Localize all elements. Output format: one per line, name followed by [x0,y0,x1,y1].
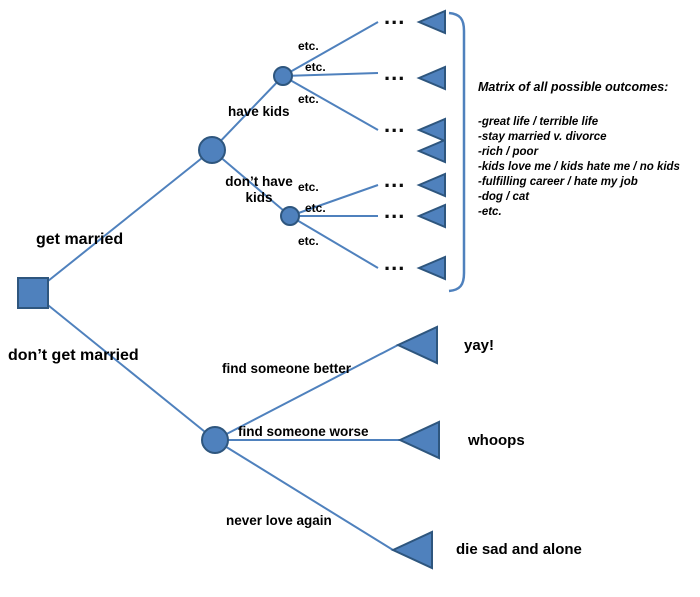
label-whoops: whoops [468,432,525,449]
chance-node-have-kids [273,66,293,86]
outcomes-bracket [448,11,466,293]
label-find-someone-better: find someone better [222,361,352,376]
ellipsis-outcomes-4: ... [384,167,406,192]
edge-dont-get-married [32,292,216,441]
ellipsis-outcomes-6: ... [384,250,406,275]
label-yay: yay! [464,337,495,354]
ellipsis-outcomes-1: ... [384,4,406,29]
label-have-kids: have kids [228,104,290,119]
outcome-triangle-yay [395,325,438,365]
outcome-triangle-6 [416,203,446,229]
label-dont-get-married: don’t get married [8,347,139,364]
matrix-item: -stay married v. divorce [478,131,607,143]
outcome-triangle-die-sad [390,530,433,570]
label-never-love-again: never love again [226,513,332,528]
matrix-item: -fulfilling career / hate my job [478,176,638,188]
edge-find-someone-better [214,344,399,441]
matrix-item: -kids love me / kids hate me / no kids [478,161,680,173]
edge-etc-bottom-3 [289,215,379,269]
outcome-triangle-2 [416,65,446,91]
edges [32,21,400,551]
nodes [17,9,446,570]
edge-etc-top-2 [282,72,379,77]
matrix-panel: Matrix of all possible outcomes: -great … [478,80,696,220]
outcome-triangle-4 [416,138,446,164]
ellipsis-outcomes-2: ... [384,60,406,85]
chance-node-dont-have-kids [280,206,300,226]
edge-etc-top-1 [282,21,379,77]
edge-never-love-again [214,439,394,551]
edge-etc-top-3 [282,75,379,131]
outcome-triangle-7 [416,255,446,281]
edge-etc-bottom-1 [289,184,379,217]
ellipsis-outcomes-3: ... [384,112,406,137]
label-dont-have-kids: don’t have kids [225,174,293,205]
etc-label-3: etc. [298,92,319,106]
label-find-someone-worse: find someone worse [238,424,369,439]
outcome-triangle-whoops [397,420,440,460]
matrix-item: -dog / cat [478,191,530,203]
outcome-triangle-1 [416,9,446,35]
outcome-triangle-3 [416,117,446,143]
edge-dont-have-kids [211,149,291,217]
chance-node-not-married [201,426,229,454]
label-die-sad-and-alone: die sad and alone [456,541,582,558]
matrix-item: -etc. [478,206,502,218]
matrix-item: -great life / terrible life [478,116,599,128]
etc-label-6: etc. [298,234,319,248]
ellipsis-outcomes-5: ... [384,198,406,223]
matrix-item: -rich / poor [478,146,539,158]
edge-have-kids [211,75,284,151]
outcome-triangle-5 [416,172,446,198]
etc-label-1: etc. [298,39,319,53]
chance-node-married [198,136,226,164]
etc-label-4: etc. [298,180,319,194]
etc-label-2: etc. [305,60,326,74]
decision-node-square [17,277,49,309]
etc-label-5: etc. [305,201,326,215]
label-get-married: get married [36,231,124,248]
edge-get-married [32,149,213,294]
matrix-title: Matrix of all possible outcomes: [478,80,669,94]
